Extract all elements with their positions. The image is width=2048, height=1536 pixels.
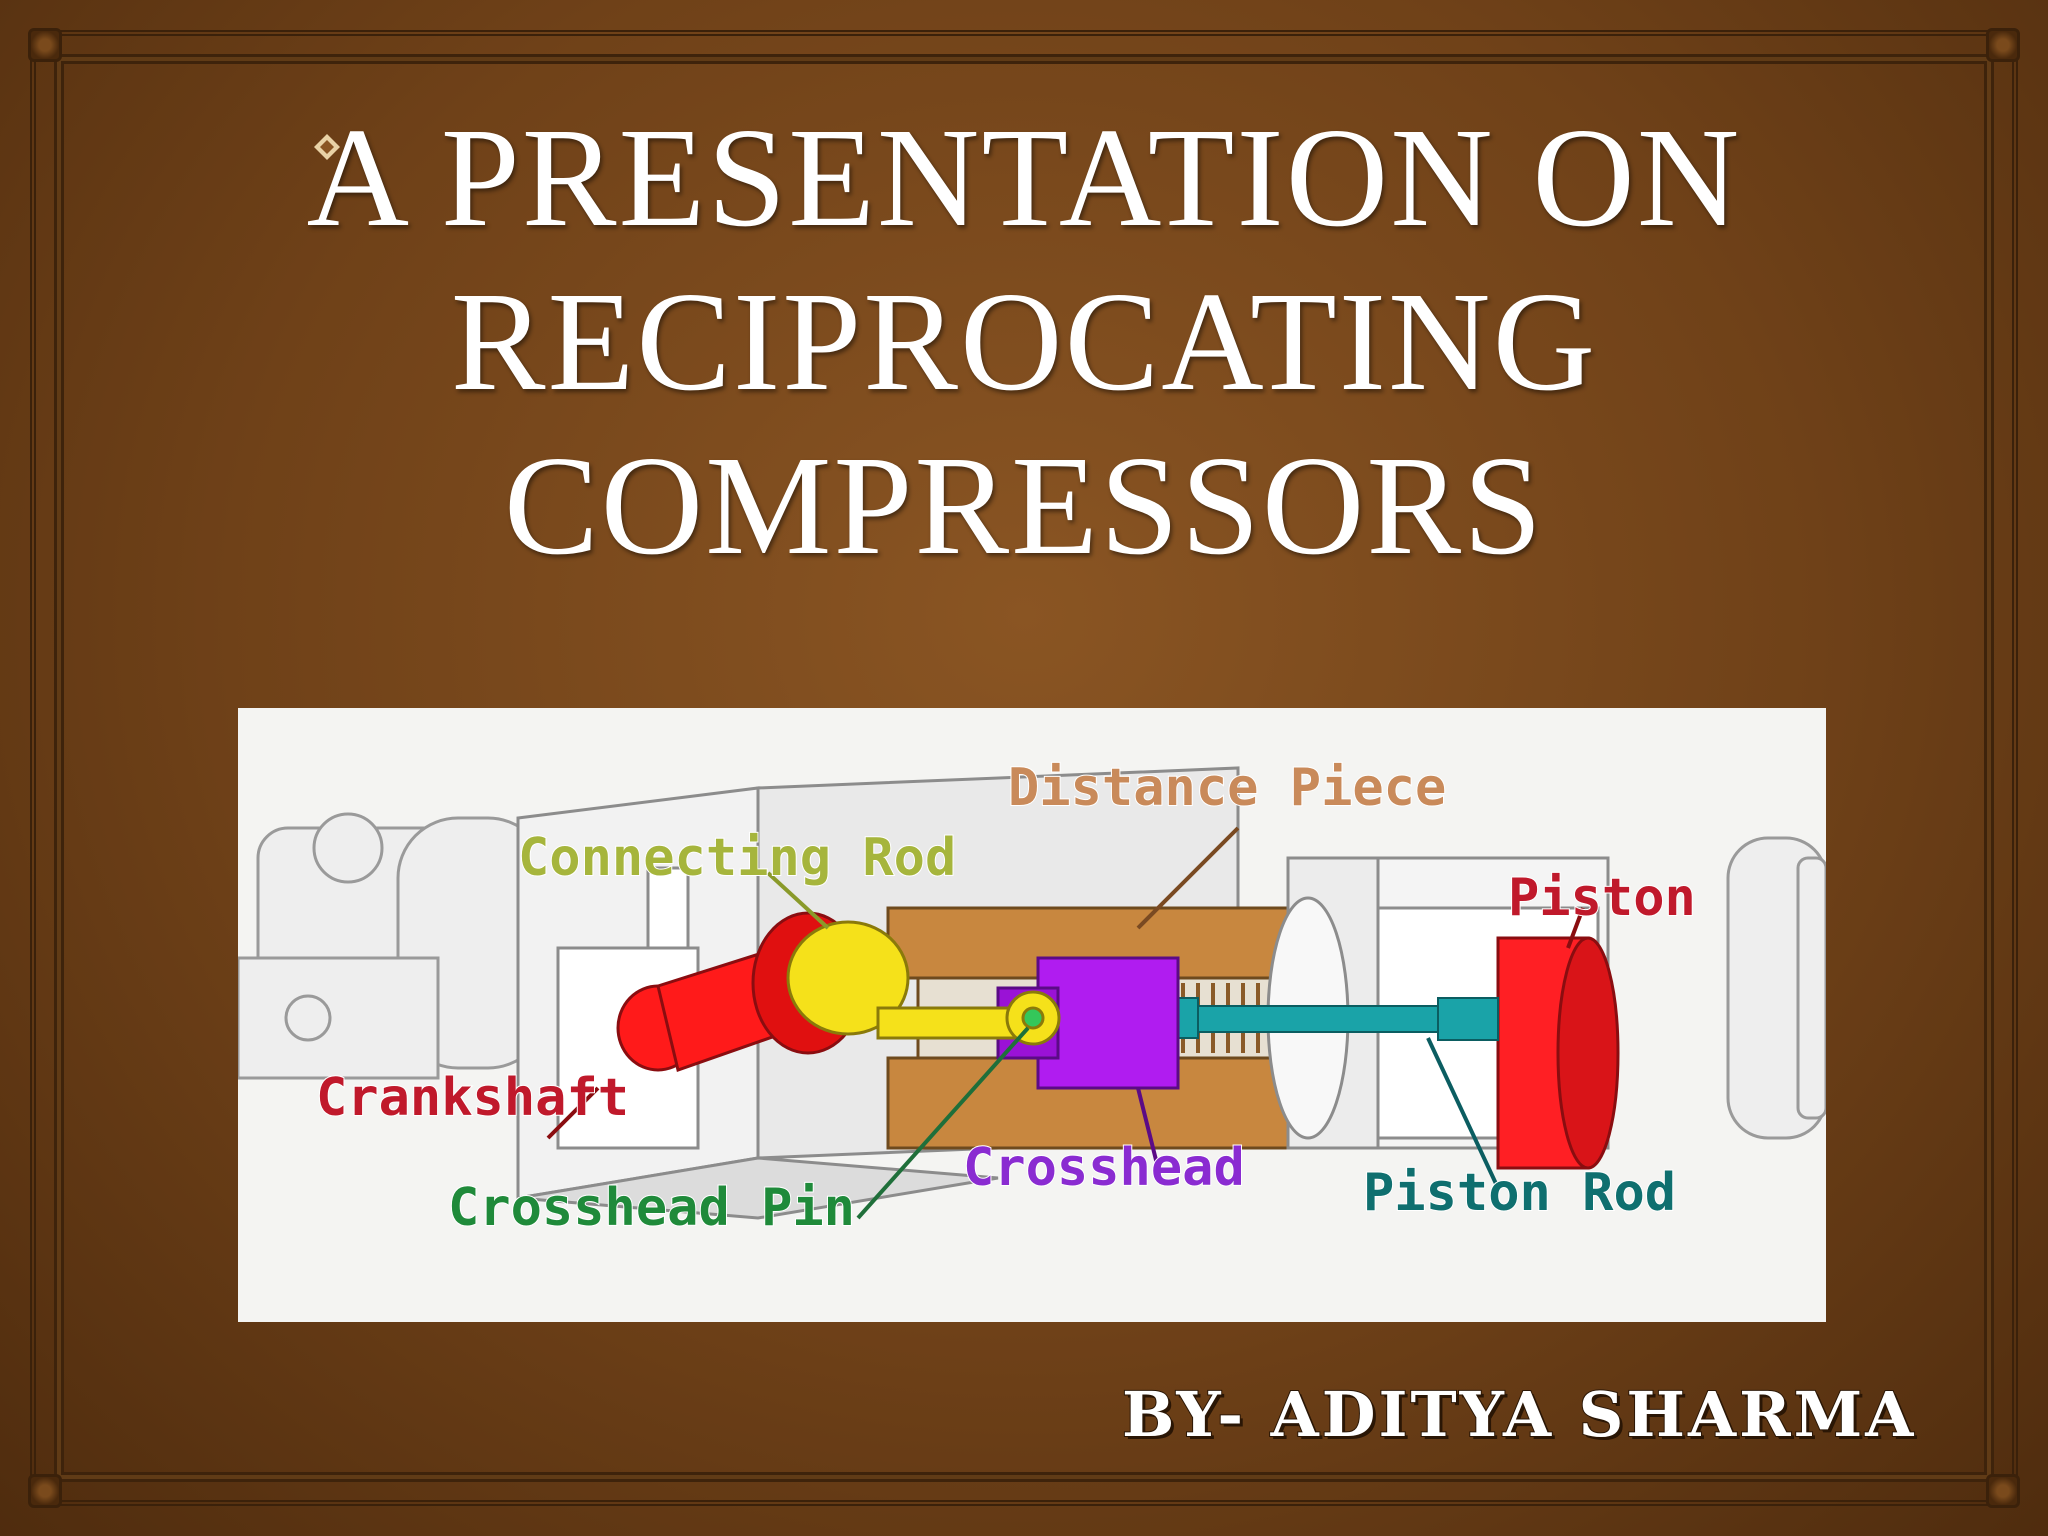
slide-title: A PRESENTATION ON RECIPROCATING COMPRESS… [0,95,2048,587]
frame-corner-ornament-icon [28,28,62,62]
frame-corner-ornament-icon [1986,1474,2020,1508]
leader-lines [546,826,1585,1220]
frame-corner-ornament-icon [1986,28,2020,62]
background-machinery [238,812,1826,1140]
author-credit: BY- ADITYA SHARMA [1121,1377,1917,1452]
connecting-rod [786,920,1061,1046]
piston [1496,936,1620,1170]
compressor-illustration [238,766,1826,1220]
label-crosshead-pin: Crosshead Pin [447,1177,856,1239]
label-distance-piece: Distance Piece [1007,757,1447,819]
compressor-diagram: Distance Piece Connecting Rod Piston Cra… [238,708,1826,1322]
piston-rod [1157,997,1499,1041]
title-line-2: RECIPROCATING [450,262,1598,420]
title-line-3: COMPRESSORS [503,426,1545,584]
label-crankshaft: Crankshaft [315,1067,630,1129]
decorative-frame-outer [30,30,2018,1506]
label-piston: Piston [1507,867,1697,929]
decorative-frame-inner [54,54,1994,1482]
diamond-bullet-icon [314,134,340,160]
label-crosshead: Crosshead [962,1137,1246,1199]
title-line-1: A PRESENTATION ON [306,98,1742,256]
label-connecting-rod: Connecting Rod [517,827,957,889]
label-piston-rod: Piston Rod [1362,1162,1677,1224]
frame-corner-ornament-icon [28,1474,62,1508]
